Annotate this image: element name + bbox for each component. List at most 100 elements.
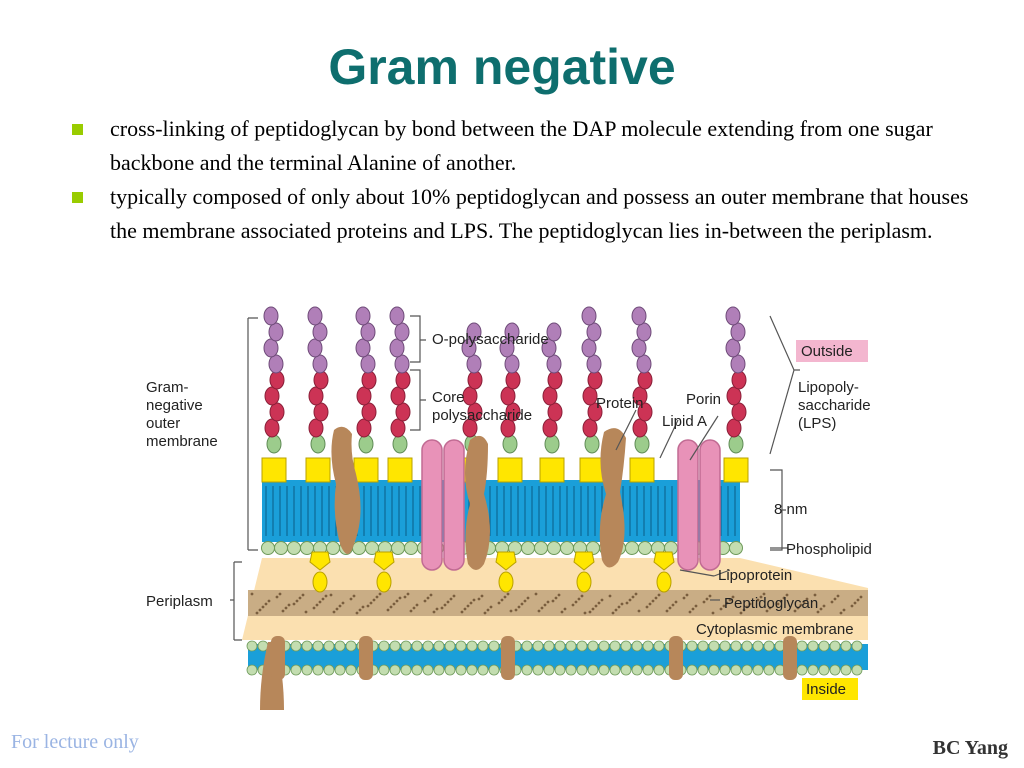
sugar-unit — [356, 386, 372, 406]
peptidoglycan-dot — [440, 606, 444, 610]
peptidoglycan-dot — [543, 603, 547, 607]
phospholipid-head — [653, 664, 665, 676]
phospholipid-head — [818, 640, 830, 652]
peptidoglycan-dot — [708, 594, 712, 598]
peptidoglycan-dot — [503, 595, 507, 599]
phospholipid-head — [547, 541, 561, 555]
peptidoglycan-dot — [645, 605, 649, 609]
sugar-unit — [730, 354, 746, 374]
peptidoglycan-dot — [261, 605, 265, 609]
footer-author: BC Yang — [932, 737, 1008, 759]
peptidoglycan-dot — [637, 609, 641, 613]
sugar-unit — [390, 386, 406, 406]
peptidoglycan-dot — [836, 594, 840, 598]
peptidoglycan-dot — [785, 593, 789, 597]
square-bullet-icon — [72, 192, 83, 203]
phospholipid-head — [697, 664, 709, 676]
peptidoglycan-dot — [600, 598, 604, 602]
sugar-unit — [547, 402, 563, 422]
phospholipid-head — [290, 664, 302, 676]
phospholipid-head — [708, 664, 720, 676]
peptidoglycan-dot — [409, 609, 413, 613]
peptidoglycan-dot — [859, 595, 863, 599]
phospholipid-head — [840, 664, 852, 676]
phospholipid-head — [708, 640, 720, 652]
peptidoglycan-dot — [719, 607, 723, 611]
phospholipid-head — [404, 541, 418, 555]
label-core-line2: polysaccharide — [432, 407, 532, 424]
peptidoglycan-dot — [284, 606, 288, 610]
label-lps-line1: Lipopoly- — [798, 379, 859, 396]
peptidoglycan-dot — [691, 607, 695, 611]
peptidoglycan-dot — [472, 598, 476, 602]
peptidoglycan-dot — [483, 611, 487, 615]
peptidoglycan-dot — [517, 605, 521, 609]
label-inside: Inside — [806, 681, 846, 698]
phospholipid-head — [565, 640, 577, 652]
cell-envelope-diagram: O-polysaccharide Core polysaccharide Pro… — [146, 306, 872, 710]
bracket-lines — [230, 315, 800, 641]
label-o-polysaccharide: O-polysaccharide — [432, 331, 549, 348]
sugar-unit — [395, 370, 411, 390]
peptidoglycan-dot — [816, 610, 820, 614]
phospholipid-head — [400, 664, 412, 676]
phospholipid-head — [301, 664, 313, 676]
sugar-unit — [581, 338, 597, 358]
lipid-a-box — [539, 457, 565, 483]
sugar-unit — [547, 370, 563, 390]
phospholipid-head — [345, 664, 357, 676]
phospholipid-head — [444, 640, 456, 652]
peptidoglycan-dot — [648, 602, 652, 606]
lipid-a-box — [305, 457, 331, 483]
peptidoglycan-dot — [668, 606, 672, 610]
peptidoglycan-dot — [574, 600, 578, 604]
phospholipid-head — [444, 664, 456, 676]
phospholipid-head — [246, 640, 258, 652]
phospholipid-head — [829, 664, 841, 676]
phospholipid-head — [719, 664, 731, 676]
sugar-unit — [542, 418, 558, 438]
phospholipid-head — [411, 664, 423, 676]
lipoprotein-shape — [656, 571, 672, 593]
sugar-unit — [266, 434, 282, 454]
peptidoglycan-dot — [324, 594, 328, 598]
peptidoglycan-dot — [395, 599, 399, 603]
outer-membrane-core — [262, 480, 740, 542]
sugar-unit — [355, 338, 371, 358]
sugar-unit — [390, 418, 406, 438]
phospholipid-head — [818, 664, 830, 676]
label-lipid-a: Lipid A — [662, 413, 707, 430]
sugar-unit — [632, 418, 648, 438]
label-outer-line2: negative — [146, 397, 203, 414]
phospholipid-head — [287, 541, 301, 555]
phospholipid-head — [741, 640, 753, 652]
phospholipid-head — [352, 541, 366, 555]
lipoprotein-group — [309, 551, 675, 593]
peptidoglycan-dot — [460, 610, 464, 614]
label-lipoprotein: Lipoprotein — [718, 567, 792, 584]
peptidoglycan-dot — [449, 597, 453, 601]
peptidoglycan-dot — [477, 597, 481, 601]
phospholipid-head — [752, 640, 764, 652]
phospholipid-head — [807, 664, 819, 676]
peptidoglycan-dot — [435, 607, 439, 611]
peptidoglycan-dot — [423, 599, 427, 603]
peptidoglycan-dot — [839, 611, 843, 615]
sugar-unit — [312, 322, 328, 342]
sugar-unit — [263, 338, 279, 358]
phospholipid-head — [334, 640, 346, 652]
peptidoglycan-dot — [779, 599, 783, 603]
peptidoglycan-dot — [452, 594, 456, 598]
sugar-unit — [631, 306, 647, 326]
sugar-unit — [502, 434, 518, 454]
sugar-unit — [395, 402, 411, 422]
sugar-unit — [504, 322, 520, 342]
peptidoglycan-dots — [250, 592, 863, 615]
phospholipid-head — [631, 664, 643, 676]
sugar-unit — [636, 354, 652, 374]
label-protein: Protein — [596, 395, 644, 412]
peptidoglycan-dot — [514, 608, 518, 612]
phospholipid-head — [323, 640, 335, 652]
sugar-unit — [466, 354, 482, 374]
peptidoglycan-dot — [739, 611, 743, 615]
